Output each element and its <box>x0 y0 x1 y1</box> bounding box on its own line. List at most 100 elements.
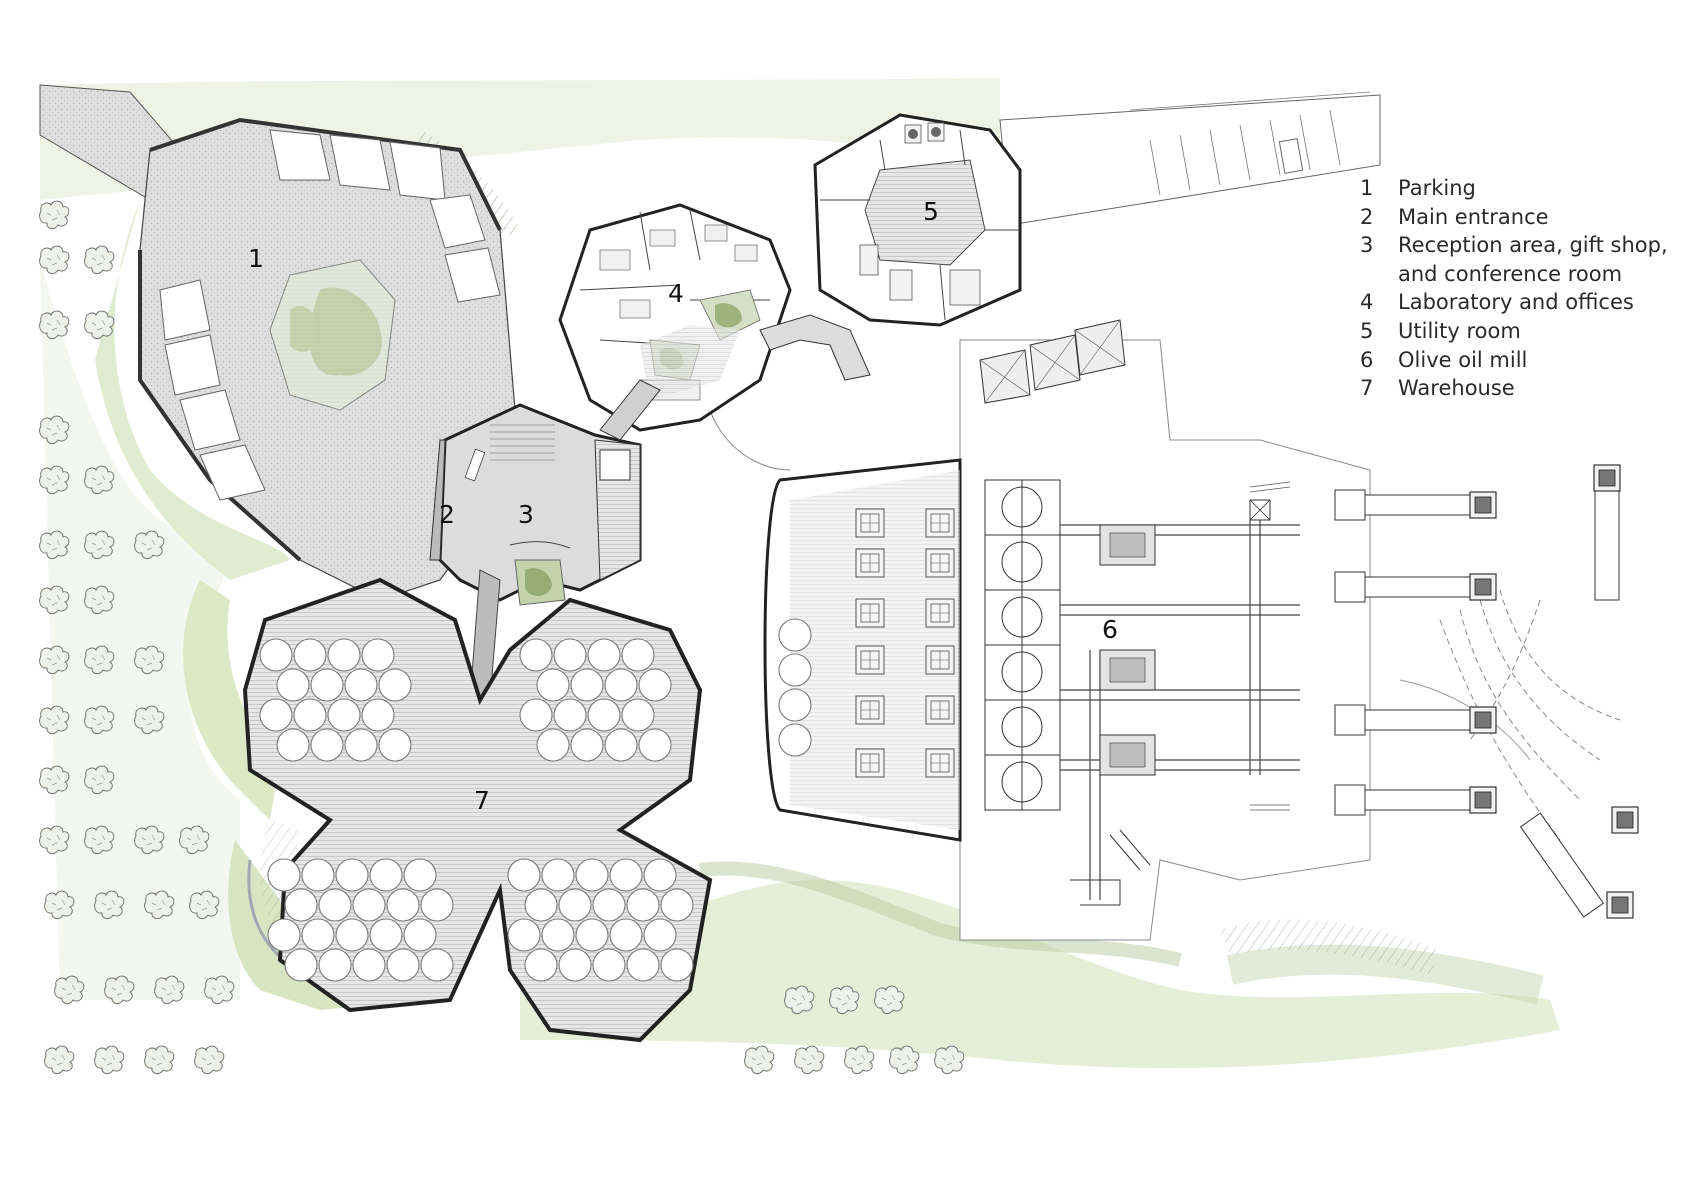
storage-tank <box>327 638 361 672</box>
storage-tank <box>293 638 327 672</box>
storage-tank <box>609 858 643 892</box>
storage-tank <box>524 948 558 982</box>
olive-tree <box>194 1045 225 1075</box>
storage-tank <box>660 888 694 922</box>
storage-tank <box>352 948 386 982</box>
storage-tank <box>386 948 420 982</box>
storage-tank <box>378 728 412 762</box>
storage-tank <box>403 858 437 892</box>
storage-tank <box>609 918 643 952</box>
storage-tank <box>621 638 655 672</box>
storage-tank <box>352 888 386 922</box>
legend-text: Main entrance <box>1398 204 1549 229</box>
storage-tank <box>276 668 310 702</box>
trucks <box>1364 464 1639 919</box>
storage-tank <box>284 948 318 982</box>
label-main-entrance: 2 <box>439 500 455 529</box>
storage-tank <box>519 698 553 732</box>
legend-text: Reception area, gift shop, and conferenc… <box>1398 233 1668 286</box>
press-unit <box>925 645 955 675</box>
storage-tank <box>638 668 672 702</box>
legend-item: 3 Reception area, gift shop, and confere… <box>1360 231 1680 288</box>
storage-tank <box>536 728 570 762</box>
label-parking: 1 <box>248 244 264 273</box>
storage-tank <box>592 888 626 922</box>
press-unit <box>855 645 885 675</box>
mill-building <box>763 319 1366 906</box>
olive-tree <box>39 200 70 230</box>
olive-tree <box>84 245 115 275</box>
storage-tank <box>575 918 609 952</box>
storage-tank <box>524 888 558 922</box>
press-unit <box>925 695 955 725</box>
storage-tank <box>276 728 310 762</box>
olive-tree <box>144 1045 175 1075</box>
storage-tank <box>536 668 570 702</box>
storage-tank <box>386 888 420 922</box>
label-reception: 3 <box>518 500 534 529</box>
storage-tank <box>507 858 541 892</box>
storage-tank <box>293 698 327 732</box>
storage-tank <box>361 638 395 672</box>
storage-tank <box>267 858 301 892</box>
storage-tank <box>318 948 352 982</box>
legend-item: 4 Laboratory and offices <box>1360 288 1680 317</box>
olive-tree <box>844 1045 875 1075</box>
olive-tree <box>44 1045 75 1075</box>
storage-tank <box>626 888 660 922</box>
storage-tank <box>344 668 378 702</box>
legend-text: Warehouse <box>1398 376 1515 401</box>
mill-grid <box>984 479 1061 811</box>
storage-tank <box>621 698 655 732</box>
storage-tank <box>361 698 395 732</box>
storage-tank <box>604 668 638 702</box>
storage-tank <box>403 918 437 952</box>
storage-tank <box>660 948 694 982</box>
storage-tank <box>587 638 621 672</box>
legend-item: 7 Warehouse <box>1360 374 1680 403</box>
press-unit <box>855 695 885 725</box>
press-unit <box>925 598 955 628</box>
storage-tank <box>587 698 621 732</box>
press-unit <box>925 508 955 538</box>
storage-tank <box>592 948 626 982</box>
label-utility: 5 <box>923 197 939 226</box>
storage-tank <box>259 638 293 672</box>
storage-tank <box>558 888 592 922</box>
storage-tank <box>643 858 677 892</box>
legend-number: 3 <box>1360 233 1374 258</box>
storage-tank <box>638 728 672 762</box>
label-laboratory: 4 <box>668 279 684 308</box>
press-unit <box>925 748 955 778</box>
press-unit <box>925 548 955 578</box>
storage-tank <box>267 918 301 952</box>
legend: 1 Parking 2 Main entrance 3 Reception ar… <box>1360 174 1680 403</box>
legend-item: 6 Olive oil mill <box>1360 346 1680 375</box>
storage-tank <box>570 668 604 702</box>
press-unit <box>855 598 885 628</box>
legend-text: Utility room <box>1398 318 1521 343</box>
legend-number: 6 <box>1360 347 1374 372</box>
olive-tree <box>744 1045 775 1075</box>
press-unit <box>855 748 885 778</box>
legend-number: 1 <box>1360 176 1374 200</box>
storage-tank <box>301 858 335 892</box>
legend-text: Olive oil mill <box>1398 347 1528 372</box>
parking-area <box>138 117 521 601</box>
legend-item: 1 Parking <box>1360 174 1680 203</box>
legend-item: 5 Utility room <box>1360 317 1680 346</box>
storage-tank <box>575 858 609 892</box>
plan-labels: 1 2 3 4 5 6 7 <box>248 197 1118 815</box>
olive-tree <box>794 1045 825 1075</box>
storage-tank <box>643 918 677 952</box>
legend-number: 5 <box>1360 318 1374 343</box>
storage-tank <box>541 918 575 952</box>
storage-tank <box>541 858 575 892</box>
storage-tank <box>604 728 638 762</box>
warehouse-building <box>242 577 713 1043</box>
storage-tank <box>310 668 344 702</box>
storage-tank <box>626 948 660 982</box>
storage-tank <box>369 858 403 892</box>
legend-item: 2 Main entrance <box>1360 203 1680 232</box>
storage-tank <box>301 918 335 952</box>
